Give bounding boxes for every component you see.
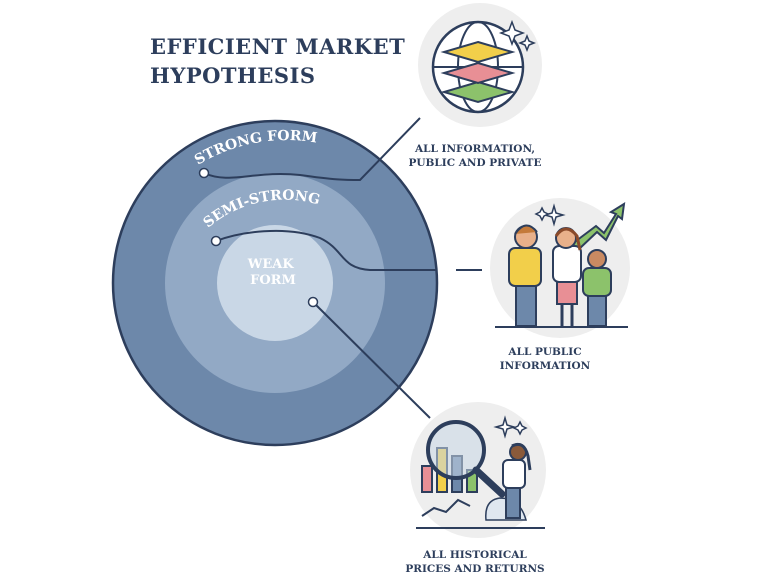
person-icon	[587, 293, 607, 327]
semi-connector-dot	[210, 235, 222, 247]
weak-form-label: WEAK FORM	[247, 257, 298, 288]
page-title: EFFICIENT MARKET HYPOTHESIS	[150, 32, 410, 90]
semi-connector	[215, 229, 482, 271]
caption-line: ALL HISTORICAL	[423, 549, 527, 561]
sparkle-icon	[517, 33, 537, 53]
weak-connector-dot	[307, 296, 319, 308]
public-people-illustration	[490, 198, 630, 338]
caption-line: INFORMATION	[499, 360, 591, 372]
historical-chart-illustration	[410, 402, 546, 538]
rising-arrow-icon	[570, 202, 626, 252]
person-icon	[505, 485, 521, 519]
caption-line: ALL PUBLIC	[508, 346, 582, 358]
magnifier-icon	[426, 420, 486, 480]
caption-line: ALL INFORMATION,	[414, 143, 536, 155]
title-line-1: EFFICIENT MARKET	[150, 34, 406, 59]
caption-line: PRICES AND RETURNS	[405, 563, 545, 575]
caption-line: PUBLIC AND PRIVATE	[408, 157, 542, 169]
sparkle-icon	[542, 203, 566, 227]
title-line-2: HYPOTHESIS	[150, 63, 316, 88]
person-icon	[556, 279, 578, 305]
sparkle-icon	[498, 19, 526, 47]
strong-connector-dot	[198, 167, 210, 179]
strong-form-caption: ALL INFORMATION, PUBLIC AND PRIVATE	[395, 142, 555, 170]
strong-connector	[203, 117, 421, 182]
sparkle-icon	[493, 415, 517, 439]
globe-layers-illustration	[418, 3, 542, 127]
price-line-icon	[421, 498, 471, 517]
person-icon	[515, 283, 537, 327]
weak-form-circle	[217, 225, 333, 341]
data-layer-pink	[440, 61, 516, 85]
data-layer-yellow	[440, 40, 516, 64]
weak-form-caption: ALL HISTORICAL PRICES AND RETURNS	[395, 548, 555, 576]
sparkle-icon	[512, 420, 528, 436]
weak-connector	[312, 301, 431, 419]
semi-strong-caption: ALL PUBLIC INFORMATION	[480, 345, 610, 373]
data-layer-green	[440, 80, 516, 104]
bar-icon	[421, 465, 433, 493]
sparkle-icon	[534, 206, 550, 222]
